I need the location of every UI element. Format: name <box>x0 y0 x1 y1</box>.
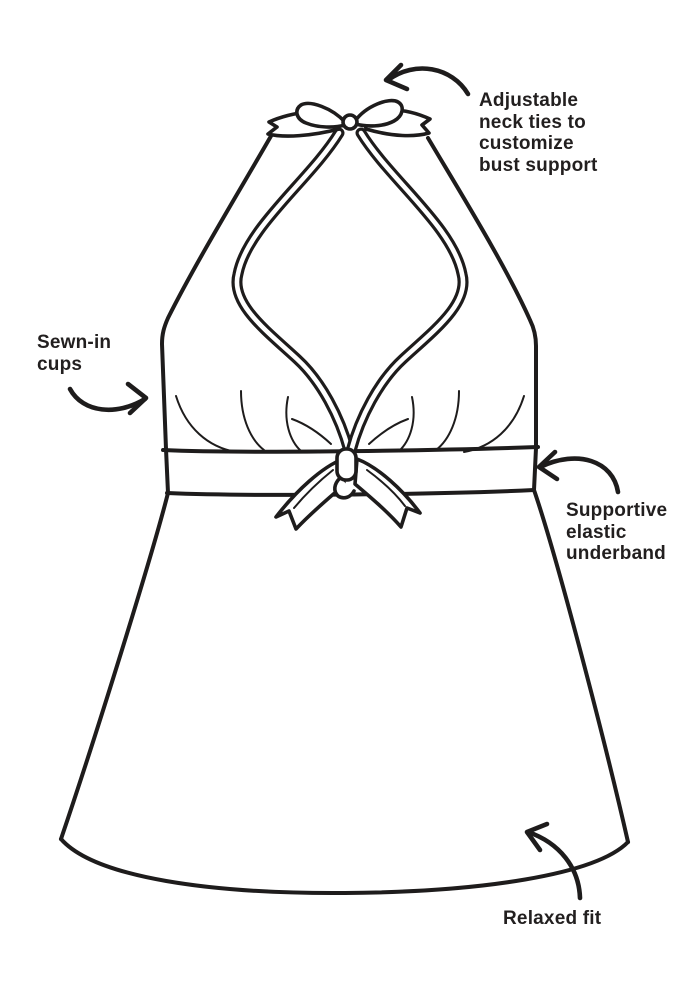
bow-knot <box>341 113 359 131</box>
left-skirt-seam <box>59 491 170 841</box>
hem-curve <box>59 837 630 896</box>
elastic-underband-label: Supportive elastic underband <box>566 500 668 564</box>
right-cup-gather-lines <box>368 390 525 453</box>
bow-left-loop <box>295 101 347 129</box>
center-tie <box>274 447 422 531</box>
neck-ties-arrow-icon <box>383 62 471 97</box>
left-cup-gather-lines <box>175 390 332 453</box>
right-side-seam <box>532 446 538 492</box>
relaxed-fit-arrow-icon <box>524 821 583 901</box>
sewn-in-cups-arrow-icon <box>67 381 149 416</box>
center-tie-right-tail <box>353 457 422 529</box>
halter-neckline-trim <box>231 127 469 457</box>
halter-bow <box>266 98 432 138</box>
center-tie-loop <box>333 476 356 500</box>
left-neckline-trim-inner <box>234 130 352 454</box>
cup-gather-lines <box>175 390 525 453</box>
underband-arrow-icon <box>536 449 621 495</box>
right-cup-outer-edge-line <box>426 136 538 450</box>
center-tie-knot <box>335 447 358 482</box>
bow-right-loop <box>353 98 404 128</box>
right-skirt-seam <box>532 488 630 844</box>
left-side-seam <box>164 447 170 495</box>
sewn-in-cups-label: Sewn-in cups <box>37 332 112 375</box>
tankini-outline <box>59 134 630 896</box>
center-tie-fold-lines <box>293 469 406 509</box>
right-neckline-trim-inner <box>348 130 466 454</box>
center-tie-left-tail <box>274 457 346 531</box>
left-cup-outer-edge-line <box>160 134 273 451</box>
neck-ties-label: Adjustable neck ties to customize bust s… <box>479 90 598 176</box>
relaxed-fit-label: Relaxed fit <box>503 908 602 929</box>
